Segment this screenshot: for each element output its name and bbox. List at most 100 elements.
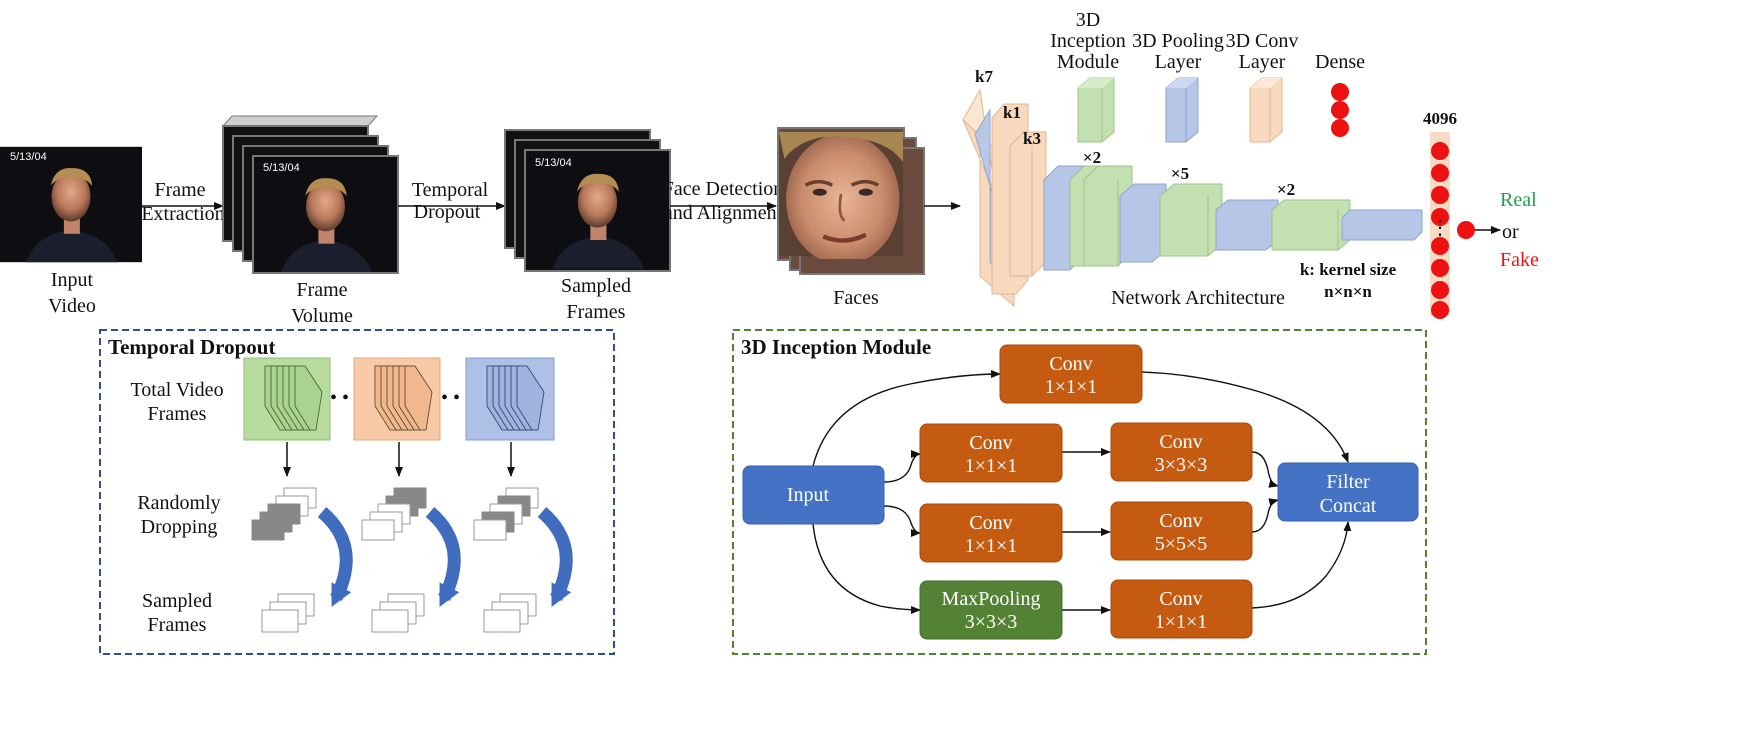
curved-arrow-1 [317, 507, 353, 607]
input-box: Input [742, 465, 885, 525]
filter-concat-label-2: Concat [1320, 495, 1377, 517]
inception-module-title: 3D Inception Module [741, 335, 931, 359]
curved-arrow-3 [537, 507, 573, 607]
network-legend: 3D Inception Module 3D Pooling Layer 3D … [1050, 9, 1365, 143]
dense-ellipsis: ⋮ [1430, 217, 1450, 239]
frame-extraction-label-1: Frame [154, 179, 205, 201]
edge-b2b-concat [1251, 498, 1279, 533]
conv-b1b-label-1: Conv [1159, 431, 1202, 453]
row-label-sampled-2: Frames [148, 614, 207, 636]
kernel-note-2: n×n×n [1324, 282, 1372, 301]
conv-b3b-box: Conv 1×1×1 [1110, 579, 1253, 639]
filter-concat-label-1: Filter [1326, 471, 1370, 493]
input-box-label: Input [787, 484, 830, 506]
edge-input-b2 [883, 505, 921, 537]
input-video-label-1: Input [51, 269, 94, 291]
legend-pooling-2: Layer [1155, 51, 1202, 73]
frame-volume-label-1: Frame [296, 279, 347, 301]
dense-size-label: 4096 [1423, 109, 1457, 128]
legend-inception-1: 3D [1076, 9, 1100, 31]
faces-stack [777, 127, 925, 275]
temporal-dropout-title: Temporal Dropout [108, 335, 275, 359]
row-label-dropping-1: Randomly [137, 492, 220, 514]
maxpool-box: MaxPooling 3×3×3 [919, 580, 1063, 640]
conv-top-label-1: Conv [1049, 353, 1092, 375]
dropping-stack-3 [473, 487, 539, 541]
maxpool-label-2: 3×3×3 [965, 611, 1018, 633]
conv-b1a-label-1: Conv [969, 432, 1012, 454]
legend-dense-neuron [1331, 101, 1349, 119]
legend-conv-1: 3D Conv [1226, 30, 1299, 52]
repeat-label-x5: ×5 [1171, 164, 1189, 183]
sampled-stack-2 [371, 593, 425, 633]
network-architecture-title: Network Architecture [1111, 287, 1285, 309]
frame-volume-stack: 5/13/04 [221, 115, 399, 274]
conv-b2b-label-2: 5×5×5 [1155, 533, 1208, 555]
repeat-label-x2-a: ×2 [1083, 148, 1101, 167]
pool-layer-3 [1119, 183, 1167, 263]
temporal-dropout-panel: Temporal Dropout Total Video Frames Rand… [99, 329, 615, 655]
temporal-dropout-step-label-1: Temporal [412, 179, 489, 201]
conv-b2b-label-1: Conv [1159, 510, 1202, 532]
output-neuron [1457, 221, 1475, 239]
network-layers [962, 88, 1423, 308]
inception-module-panel: 3D Inception Module Input Filter Concat … [732, 329, 1427, 655]
legend-pooling-1: 3D Pooling [1132, 30, 1224, 52]
dense-neuron [1431, 237, 1449, 255]
kernel-label-k1: k1 [1003, 103, 1021, 122]
row-label-total-2: Frames [148, 403, 207, 425]
edge-input-top [812, 370, 1001, 467]
edge-b1b-concat [1251, 451, 1279, 488]
sampled-frames-stack: 5/13/04 [504, 129, 671, 272]
network-architecture: 3D Inception Module 3D Pooling Layer 3D … [962, 9, 1539, 319]
legend-dense-neuron [1331, 83, 1349, 101]
timestamp-text: 5/13/04 [10, 151, 47, 163]
dense-neuron [1431, 208, 1449, 226]
pool-layer-4 [1215, 199, 1279, 251]
input-video-label-2: Video [48, 295, 96, 317]
conv-b2b-box: Conv 5×5×5 [1110, 501, 1253, 561]
dense-neuron [1431, 301, 1449, 319]
conv-b1b-box: Conv 3×3×3 [1110, 422, 1253, 482]
row-label-sampled-1: Sampled [142, 590, 212, 612]
inception-module-border [732, 329, 1427, 655]
dense-neuron [1431, 142, 1449, 160]
dense-neuron [1431, 259, 1449, 277]
frame-block-blue [465, 357, 555, 441]
legend-conv-2: Layer [1239, 51, 1286, 73]
conv-b3b-label-2: 1×1×1 [1155, 611, 1208, 633]
face-detection-label-1: Face Detection [663, 178, 784, 200]
conv-b2a-label-2: 1×1×1 [965, 535, 1018, 557]
dropping-stack-1 [251, 487, 317, 541]
dense-neuron [1431, 164, 1449, 182]
sampled-frames-timestamp: 5/13/04 [535, 157, 572, 169]
legend-inception-3: Module [1057, 51, 1119, 73]
frame-volume-timestamp: 5/13/04 [263, 162, 300, 174]
conv-b2a-label-1: Conv [969, 512, 1012, 534]
inception-layer-x5 [1159, 183, 1223, 257]
sampled-frames-label-1: Sampled [561, 275, 631, 297]
frame-block-orange [353, 357, 441, 441]
legend-dense-neuron [1331, 119, 1349, 137]
edge-b3b-concat [1251, 521, 1352, 609]
maxpool-label-1: MaxPooling [942, 588, 1041, 610]
dense-neuron [1431, 186, 1449, 204]
dots-1: • • • [330, 387, 361, 409]
sampled-stack-3 [483, 593, 537, 633]
edge-input-pool [812, 523, 921, 614]
output-fake: Fake [1500, 249, 1539, 271]
temporal-dropout-border [99, 329, 615, 655]
frame-extraction-label-2: Extraction [141, 203, 224, 225]
row-label-total-1: Total Video [130, 379, 223, 401]
frame-volume-label-2: Volume [291, 305, 353, 327]
edge-input-b1 [883, 450, 921, 483]
conv-top-label-2: 1×1×1 [1045, 376, 1098, 398]
filter-concat-box: Filter Concat [1277, 462, 1419, 522]
legend-inception-2: Inception [1050, 30, 1126, 52]
kernel-label-k3: k3 [1023, 129, 1041, 148]
conv-layer-k3 [1009, 131, 1047, 277]
frame-block-green [243, 357, 331, 441]
conv-b2a-box: Conv 1×1×1 [919, 503, 1063, 563]
